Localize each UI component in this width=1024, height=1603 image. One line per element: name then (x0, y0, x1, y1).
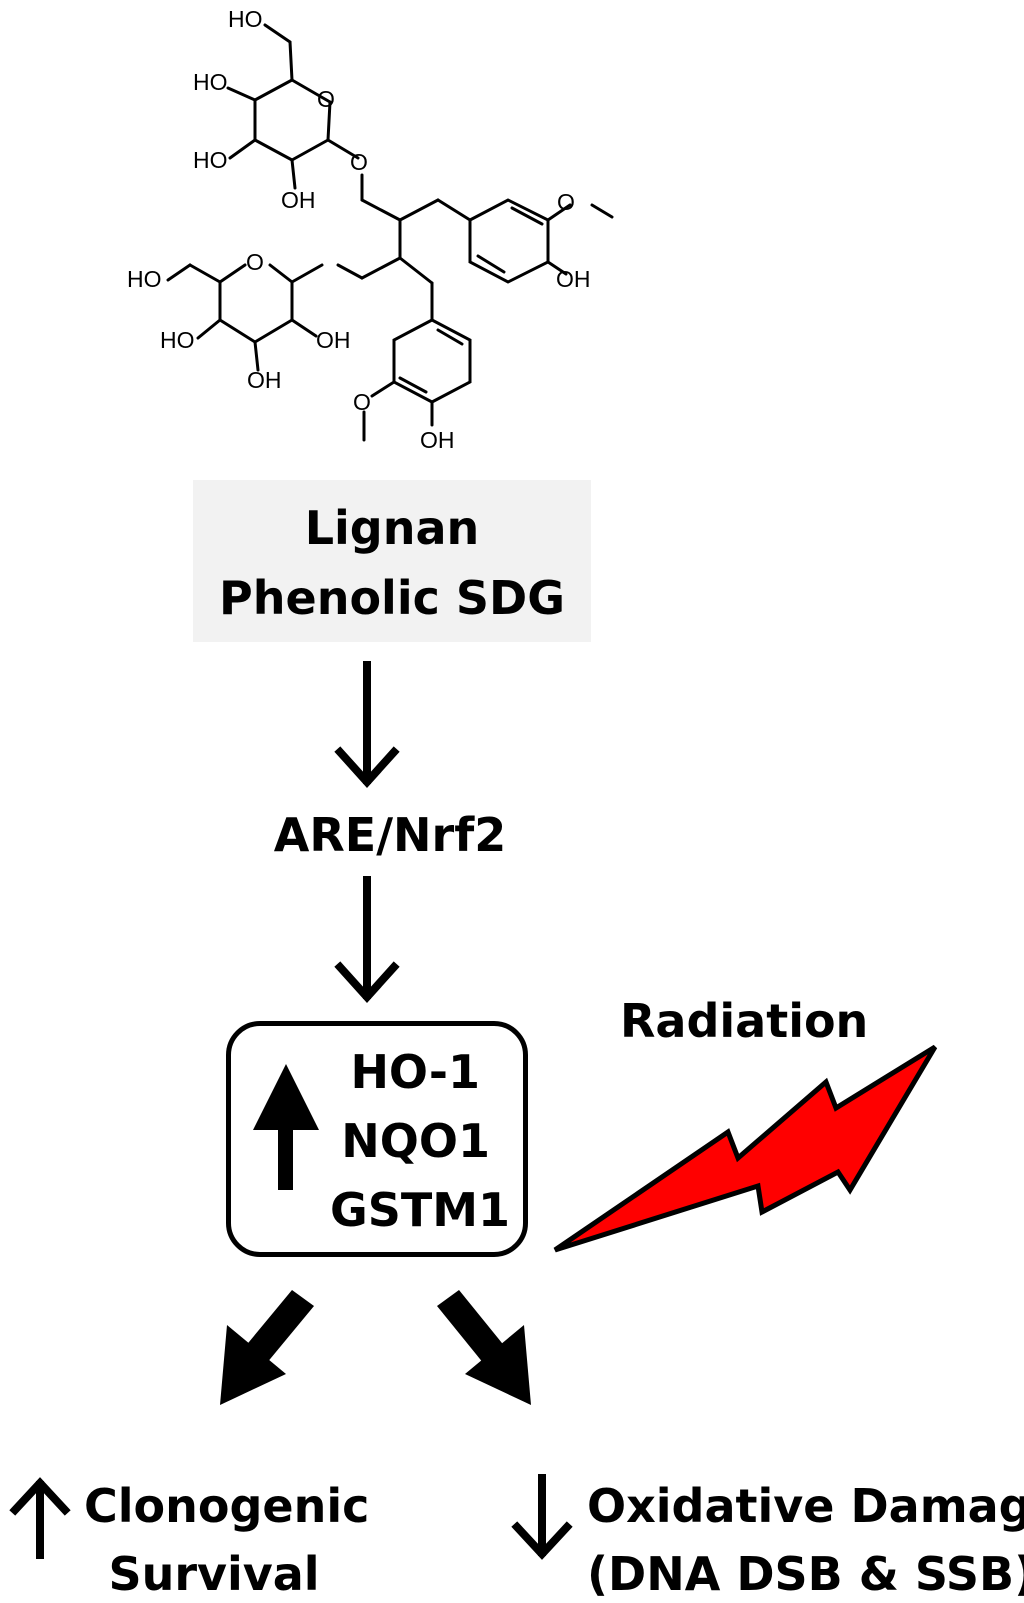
survival-outcome-line1: Clonogenic (84, 1479, 370, 1533)
atom-label: OH (316, 327, 351, 353)
pathway-step: ARE/Nrf2 (273, 808, 507, 862)
atom-label: O (246, 249, 264, 275)
gene-label: NQO1 (341, 1114, 490, 1168)
down-arrow-icon (334, 661, 400, 788)
atom-label: HO (160, 327, 195, 353)
down-arrow-icon (511, 1474, 573, 1560)
diagonal-arrow-icon (220, 1290, 314, 1405)
atom-label: OH (281, 187, 316, 213)
gene-label: GSTM1 (329, 1183, 510, 1237)
up-arrow-icon (253, 1064, 319, 1190)
survival-outcome-line2: Survival (108, 1547, 320, 1601)
atom-label: HO (127, 266, 162, 292)
atom-label: O (350, 149, 368, 175)
atom-label: OH (556, 266, 591, 292)
down-arrow-icon (334, 876, 400, 1003)
atom-label: OH (247, 367, 282, 393)
gene-label: HO-1 (350, 1045, 480, 1099)
atom-label: O (353, 389, 371, 415)
radiation-label: Radiation (620, 994, 869, 1048)
diagonal-arrow-icon (437, 1290, 531, 1405)
compound-label-box (193, 480, 591, 642)
atom-label: HO (228, 6, 263, 32)
compound-name: Lignan (304, 501, 480, 555)
atom-label: HO (193, 69, 228, 95)
atom-label: O (557, 189, 575, 215)
gene-box (226, 1021, 528, 1257)
damage-outcome-line2: (DNA DSB & SSB) (587, 1547, 1024, 1601)
damage-outcome-line1: Oxidative Damage (587, 1479, 1024, 1533)
lightning-bolt-icon (553, 1044, 938, 1253)
compound-class: Phenolic SDG (219, 571, 565, 625)
atom-label: OH (420, 427, 455, 453)
sdg-structure: HO HO O HO O OH O HO O OH HO OH OH O OH (127, 6, 614, 453)
atom-label: HO (193, 147, 228, 173)
up-arrow-icon (9, 1477, 71, 1559)
atom-label: O (317, 86, 335, 112)
